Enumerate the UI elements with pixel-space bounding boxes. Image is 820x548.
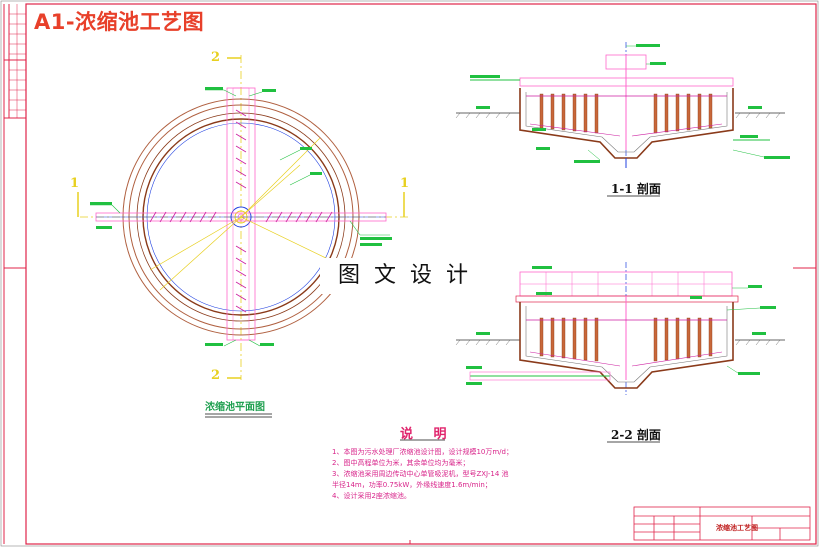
plan-view [77, 55, 408, 380]
notes-item: 2、图中高程单位为米，其余单位均为毫米； [332, 459, 470, 467]
plan-mark-top: 2 [211, 50, 221, 65]
notes-item: 1、本图为污水处理厂浓缩池设计图，设计规模10万m/d； [332, 448, 513, 456]
title-block [633, 506, 811, 541]
notes-heading: 说 明 [400, 427, 455, 442]
plan-mark-left: 1 [70, 176, 80, 191]
drawing-title: A1-浓缩池工艺图 [34, 10, 205, 34]
notes-item: 4、设计采用2座浓缩池。 [332, 492, 411, 500]
plan-mark-right: 1 [400, 176, 410, 191]
plan-view-caption: 浓缩池平面图 [205, 402, 265, 413]
watermark-text: 图文设计 [320, 258, 500, 294]
notes-list: 1、本图为污水处理厂浓缩池设计图，设计规模10万m/d； 2、图中高程单位为米，… [332, 447, 632, 502]
title-block-drawing-name: 浓缩池工艺图 [716, 524, 758, 532]
notes-item: 3、浓缩池采用周边传动中心单管吸泥机，型号ZXJ-14 池 [332, 470, 509, 478]
binding-strip [9, 4, 26, 118]
section-2-2 [455, 262, 785, 395]
section-1-1 [455, 42, 790, 168]
section-1-1-caption: 1-1 剖面 [611, 182, 661, 196]
notes-item: 半径14m，功率0.75kW，外缘线速度1.6m/min； [332, 481, 492, 489]
section-2-2-caption: 2-2 剖面 [611, 428, 661, 442]
plan-mark-bottom: 2 [211, 368, 221, 383]
caption-underlines [205, 195, 660, 443]
